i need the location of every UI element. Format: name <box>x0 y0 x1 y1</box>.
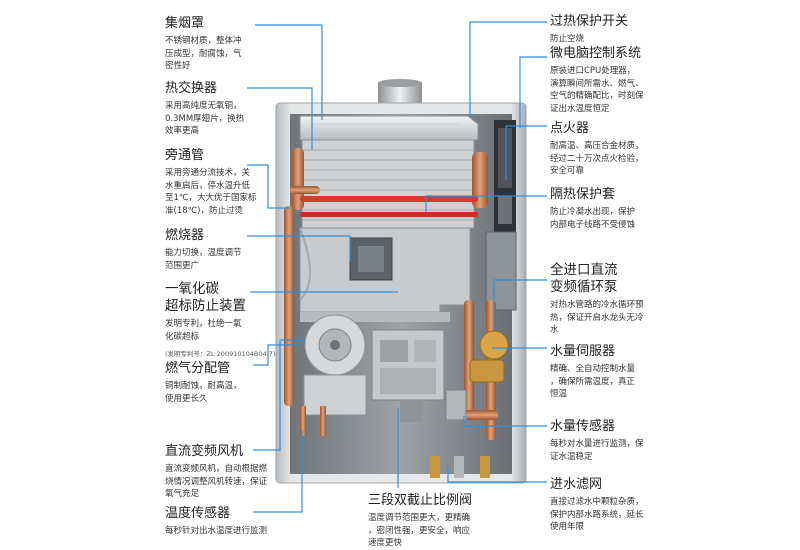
leader-fan <box>253 339 305 451</box>
label-co: 一氧化碳 超标防止装置 发明专利，杜绝一氧 化碳超标 (发明专利号：ZL 200… <box>165 281 285 358</box>
label-bypass-title: 旁通管 <box>165 148 205 163</box>
label-burner-title: 燃烧器 <box>165 228 205 243</box>
label-bypass: 旁通管 采用旁通分流技术，关 水重启后，停水温升低 至1℃，大大优于国家标 准(… <box>165 147 275 217</box>
label-fan-title: 直流变频风机 <box>165 444 244 459</box>
label-burner: 燃烧器 能力切换，温度调节 范围更广 <box>165 227 260 272</box>
label-exchanger: 热交换器 采用高纯度无氧铜， 0.3MM厚翅片，换热 效率更高 <box>165 80 260 138</box>
leader-gas-pipe <box>253 344 300 366</box>
label-burner-desc: 能力切换，温度调节 范围更广 <box>165 248 242 271</box>
label-pump-title: 全进口直流 变频循环泵 <box>550 262 618 295</box>
label-flow-sensor: 水量传感器 每秒对水量进行监测，保 证水温稳定 <box>550 418 665 463</box>
label-flow-sensor-title: 水量传感器 <box>550 419 616 434</box>
leader-bypass <box>247 164 290 209</box>
label-temp-sensor: 温度传感器 每秒针对出水温度进行监测 <box>165 505 295 538</box>
label-co-desc: 发明专利，杜绝一氧 化碳超标 <box>165 319 242 342</box>
label-pump-desc: 对热水管路的冷水循环预 热，保证开启水龙头无冷 水 <box>550 300 644 335</box>
label-igniter-title: 点火器 <box>550 121 590 136</box>
label-shield-desc: 防止冷凝水出现，保护 内部电子线路不受侵蚀 <box>550 207 636 230</box>
smoke-hood <box>299 115 479 141</box>
label-valve-desc: 温度调节范围更大，更精确 ，密闭性强，更安全，响应 速度更快 <box>368 513 471 548</box>
label-valve-title: 三段双截止比例阀 <box>368 493 473 508</box>
label-fan-desc: 直流变频风机，自动根据燃 烧情况调整风机转速，保证 氧气充足 <box>165 464 268 499</box>
label-flow-sensor-desc: 每秒对水量进行监测，保 证水温稳定 <box>550 439 644 462</box>
label-shield: 隔热保护套 防止冷凝水出现，保护 内部电子线路不受侵蚀 <box>550 186 665 231</box>
label-valve: 三段双截止比例阀 温度调节范围更大，更精确 ，密闭性强，更安全，响应 速度更快 <box>368 492 498 550</box>
label-servo: 水量伺服器 精确、全自动控制水量 ，确保所需温度，真正 恒温 <box>550 343 665 401</box>
label-hood-title: 集烟罩 <box>165 16 205 31</box>
label-servo-desc: 精确、全自动控制水量 ，确保所需温度，真正 恒温 <box>550 364 636 399</box>
label-exchanger-desc: 采用高纯度无氧铜， 0.3MM厚翅片，换热 效率更高 <box>165 101 245 136</box>
label-filter-title: 进水滤网 <box>550 477 603 492</box>
leader-cpu <box>519 56 547 128</box>
label-overheat-desc: 防止空烧 <box>550 34 585 44</box>
insulation-sleeve <box>485 231 517 311</box>
leader-shield <box>425 195 547 212</box>
leader-flow <box>463 416 547 427</box>
leader-overheat <box>469 21 547 116</box>
leader-igniter <box>505 125 547 180</box>
label-fan: 直流变频风机 直流变频风机，自动根据燃 烧情况调整风机转速，保证 氧气充足 <box>165 443 285 501</box>
label-gas-pipe: 燃气分配管 铜制耐蚀，耐高温， 使用更长久 <box>165 360 265 405</box>
leader-burner <box>247 235 351 262</box>
label-co-patent: (发明专利号：ZL 200910104B04.7) <box>165 350 276 358</box>
label-co-title: 一氧化碳 超标防止装置 <box>165 281 246 314</box>
label-gas-pipe-title: 燃气分配管 <box>165 361 231 376</box>
label-pump: 全进口直流 变频循环泵 对热水管路的冷水循环预 热，保证开启水龙头无冷 水 <box>550 262 675 337</box>
label-temp-sensor-title: 温度传感器 <box>165 506 231 521</box>
leader-exchanger <box>247 87 313 150</box>
label-overheat-title: 过热保护开关 <box>550 14 629 29</box>
heating-tube-red <box>300 196 478 202</box>
label-filter-desc: 直接过滤水中颗粒杂质， 保护内部水路系统，延长 使用年限 <box>550 497 644 532</box>
label-gas-pipe-desc: 铜制耐蚀，耐高温， 使用更长久 <box>165 381 242 404</box>
leader-hood <box>255 24 323 120</box>
label-servo-title: 水量伺服器 <box>550 344 616 359</box>
label-shield-title: 隔热保护套 <box>550 187 616 202</box>
label-filter: 进水滤网 直接过滤水中颗粒杂质， 保护内部水路系统，延长 使用年限 <box>550 476 670 534</box>
label-cpu-title: 微电脑控制系统 <box>550 46 642 61</box>
label-overheat: 过热保护开关 防止空烧 <box>550 13 660 46</box>
label-temp-sensor-desc: 每秒针对出水温度进行监测 <box>165 526 268 536</box>
label-bypass-desc: 采用旁通分流技术，关 水重启后，停水温升低 至1℃，大大优于国家标 准(18℃)… <box>165 168 257 216</box>
leader-temp <box>253 430 303 513</box>
circulation-pump <box>479 330 509 360</box>
label-hood-desc: 不锈钢材质，整体冲 压成型，耐腐蚀，气 密性好 <box>165 36 242 71</box>
label-igniter-desc: 耐高温、高压合金材质， 经过二十万次点火检验， 安全可靠 <box>550 141 644 176</box>
label-exchanger-title: 热交换器 <box>165 81 218 96</box>
leader-pump <box>493 279 547 330</box>
label-cpu: 微电脑控制系统 原装进口CPU处理器， 演算瞬间所需水、燃气、 空气的精确配比，… <box>550 45 665 115</box>
leader-filter <box>447 466 547 483</box>
label-cpu-desc: 原装进口CPU处理器， 演算瞬间所需水、燃气、 空气的精确配比，时刻保 证出水温… <box>550 66 644 114</box>
label-hood: 集烟罩 不锈钢材质，整体冲 压成型，耐腐蚀，气 密性好 <box>165 15 255 73</box>
label-igniter: 点火器 耐高温、高压合金材质， 经过二十万次点火检验， 安全可靠 <box>550 120 665 178</box>
